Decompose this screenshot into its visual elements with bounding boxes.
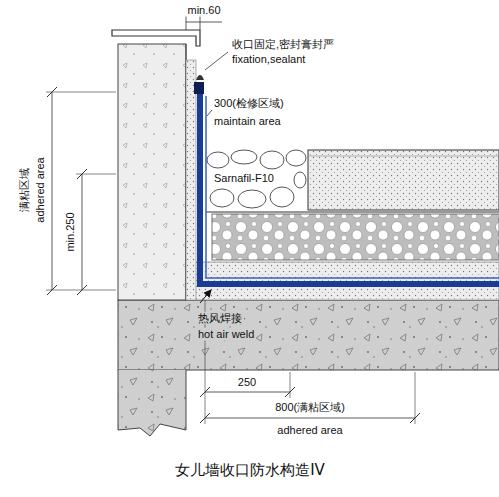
waterproof-membrane-part <box>196 75 204 80</box>
pebble-ballast-part <box>238 190 266 208</box>
dimension-text: 满粘区域 <box>18 166 31 214</box>
note-text: hot air weld <box>196 328 256 341</box>
dimension-text: 800(满粘区域) <box>273 401 347 414</box>
pebble-ballast-part <box>260 151 284 169</box>
horizontal-dimensions-part <box>285 387 295 397</box>
pebble-ballast <box>206 150 306 210</box>
note-text: maintain area <box>212 115 283 128</box>
vertical-dimensions-part <box>77 285 87 295</box>
dimension-text: 250 <box>236 376 258 389</box>
vertical-dimensions <box>46 87 116 295</box>
waterproof-membrane-part <box>206 96 499 278</box>
pebble-ballast-part <box>294 172 306 188</box>
note-text: fixation,sealant <box>230 53 307 66</box>
vertical-dimensions-part <box>52 92 53 290</box>
note-text: 收口固定,密封膏封严 <box>230 38 336 51</box>
coping-flashing <box>112 30 200 46</box>
pebble-ballast-part <box>210 189 234 207</box>
paving-block <box>308 150 499 210</box>
horizontal-dimensions-part <box>205 392 290 393</box>
vertical-dimensions-part <box>47 285 57 295</box>
min60-dimension-part <box>186 16 187 30</box>
min60-dimension <box>186 16 222 30</box>
waterproof-membrane-part <box>194 82 204 94</box>
horizontal-dimensions-part <box>415 372 416 424</box>
coping-flashing-part <box>112 30 200 46</box>
insulation-layer-part <box>206 212 499 213</box>
pebble-ballast-part <box>231 150 257 164</box>
dimension-text: adhered area <box>34 155 47 224</box>
pebble-ballast-part <box>207 152 229 168</box>
parapet-wall <box>118 44 186 300</box>
pebble-ballast-part <box>286 150 306 166</box>
pebble-ballast-part <box>206 150 306 210</box>
insulation-layer-part <box>212 214 499 260</box>
note-text: 300(检修区域) <box>212 97 286 110</box>
min60-dimension-part <box>186 22 222 23</box>
parapet-wall-part <box>118 44 186 300</box>
paving-block-part <box>308 150 499 210</box>
figure-title: 女儿墙收口防水构造IV <box>175 461 325 480</box>
pebble-ballast-part <box>270 187 294 207</box>
horizontal-dimensions-part <box>200 387 210 397</box>
screed-layer-part <box>186 60 196 300</box>
leader-lines-part <box>205 52 228 70</box>
horizontal-dimensions-part <box>200 413 210 423</box>
note-text: 热风焊接 <box>196 312 244 325</box>
horizontal-dimensions-part <box>290 372 291 398</box>
leader-lines-part <box>200 290 211 303</box>
vertical-dimensions-part <box>82 174 83 290</box>
vertical-dimensions-part <box>77 169 87 179</box>
waterproof-membrane-part <box>200 88 499 284</box>
insulation-layer <box>206 212 499 260</box>
roof-slab <box>118 300 499 436</box>
screed-layer <box>186 60 499 300</box>
material-name: Sarnafil-F10 <box>212 172 276 185</box>
dimension-text: min.60 <box>185 4 222 17</box>
waterproof-membrane <box>194 75 499 284</box>
roof-slab-part <box>118 300 499 370</box>
paving-block-part <box>308 156 499 157</box>
min60-dimension-part <box>200 16 201 30</box>
vertical-dimensions-part <box>46 92 116 93</box>
horizontal-dimensions-part <box>410 413 420 423</box>
roof-slab-part <box>118 370 186 436</box>
horizontal-dimensions-part <box>205 418 415 419</box>
dimension-text: adhered area <box>275 424 344 437</box>
dimension-text: min.250 <box>64 210 77 253</box>
vertical-dimensions-part <box>47 87 57 97</box>
